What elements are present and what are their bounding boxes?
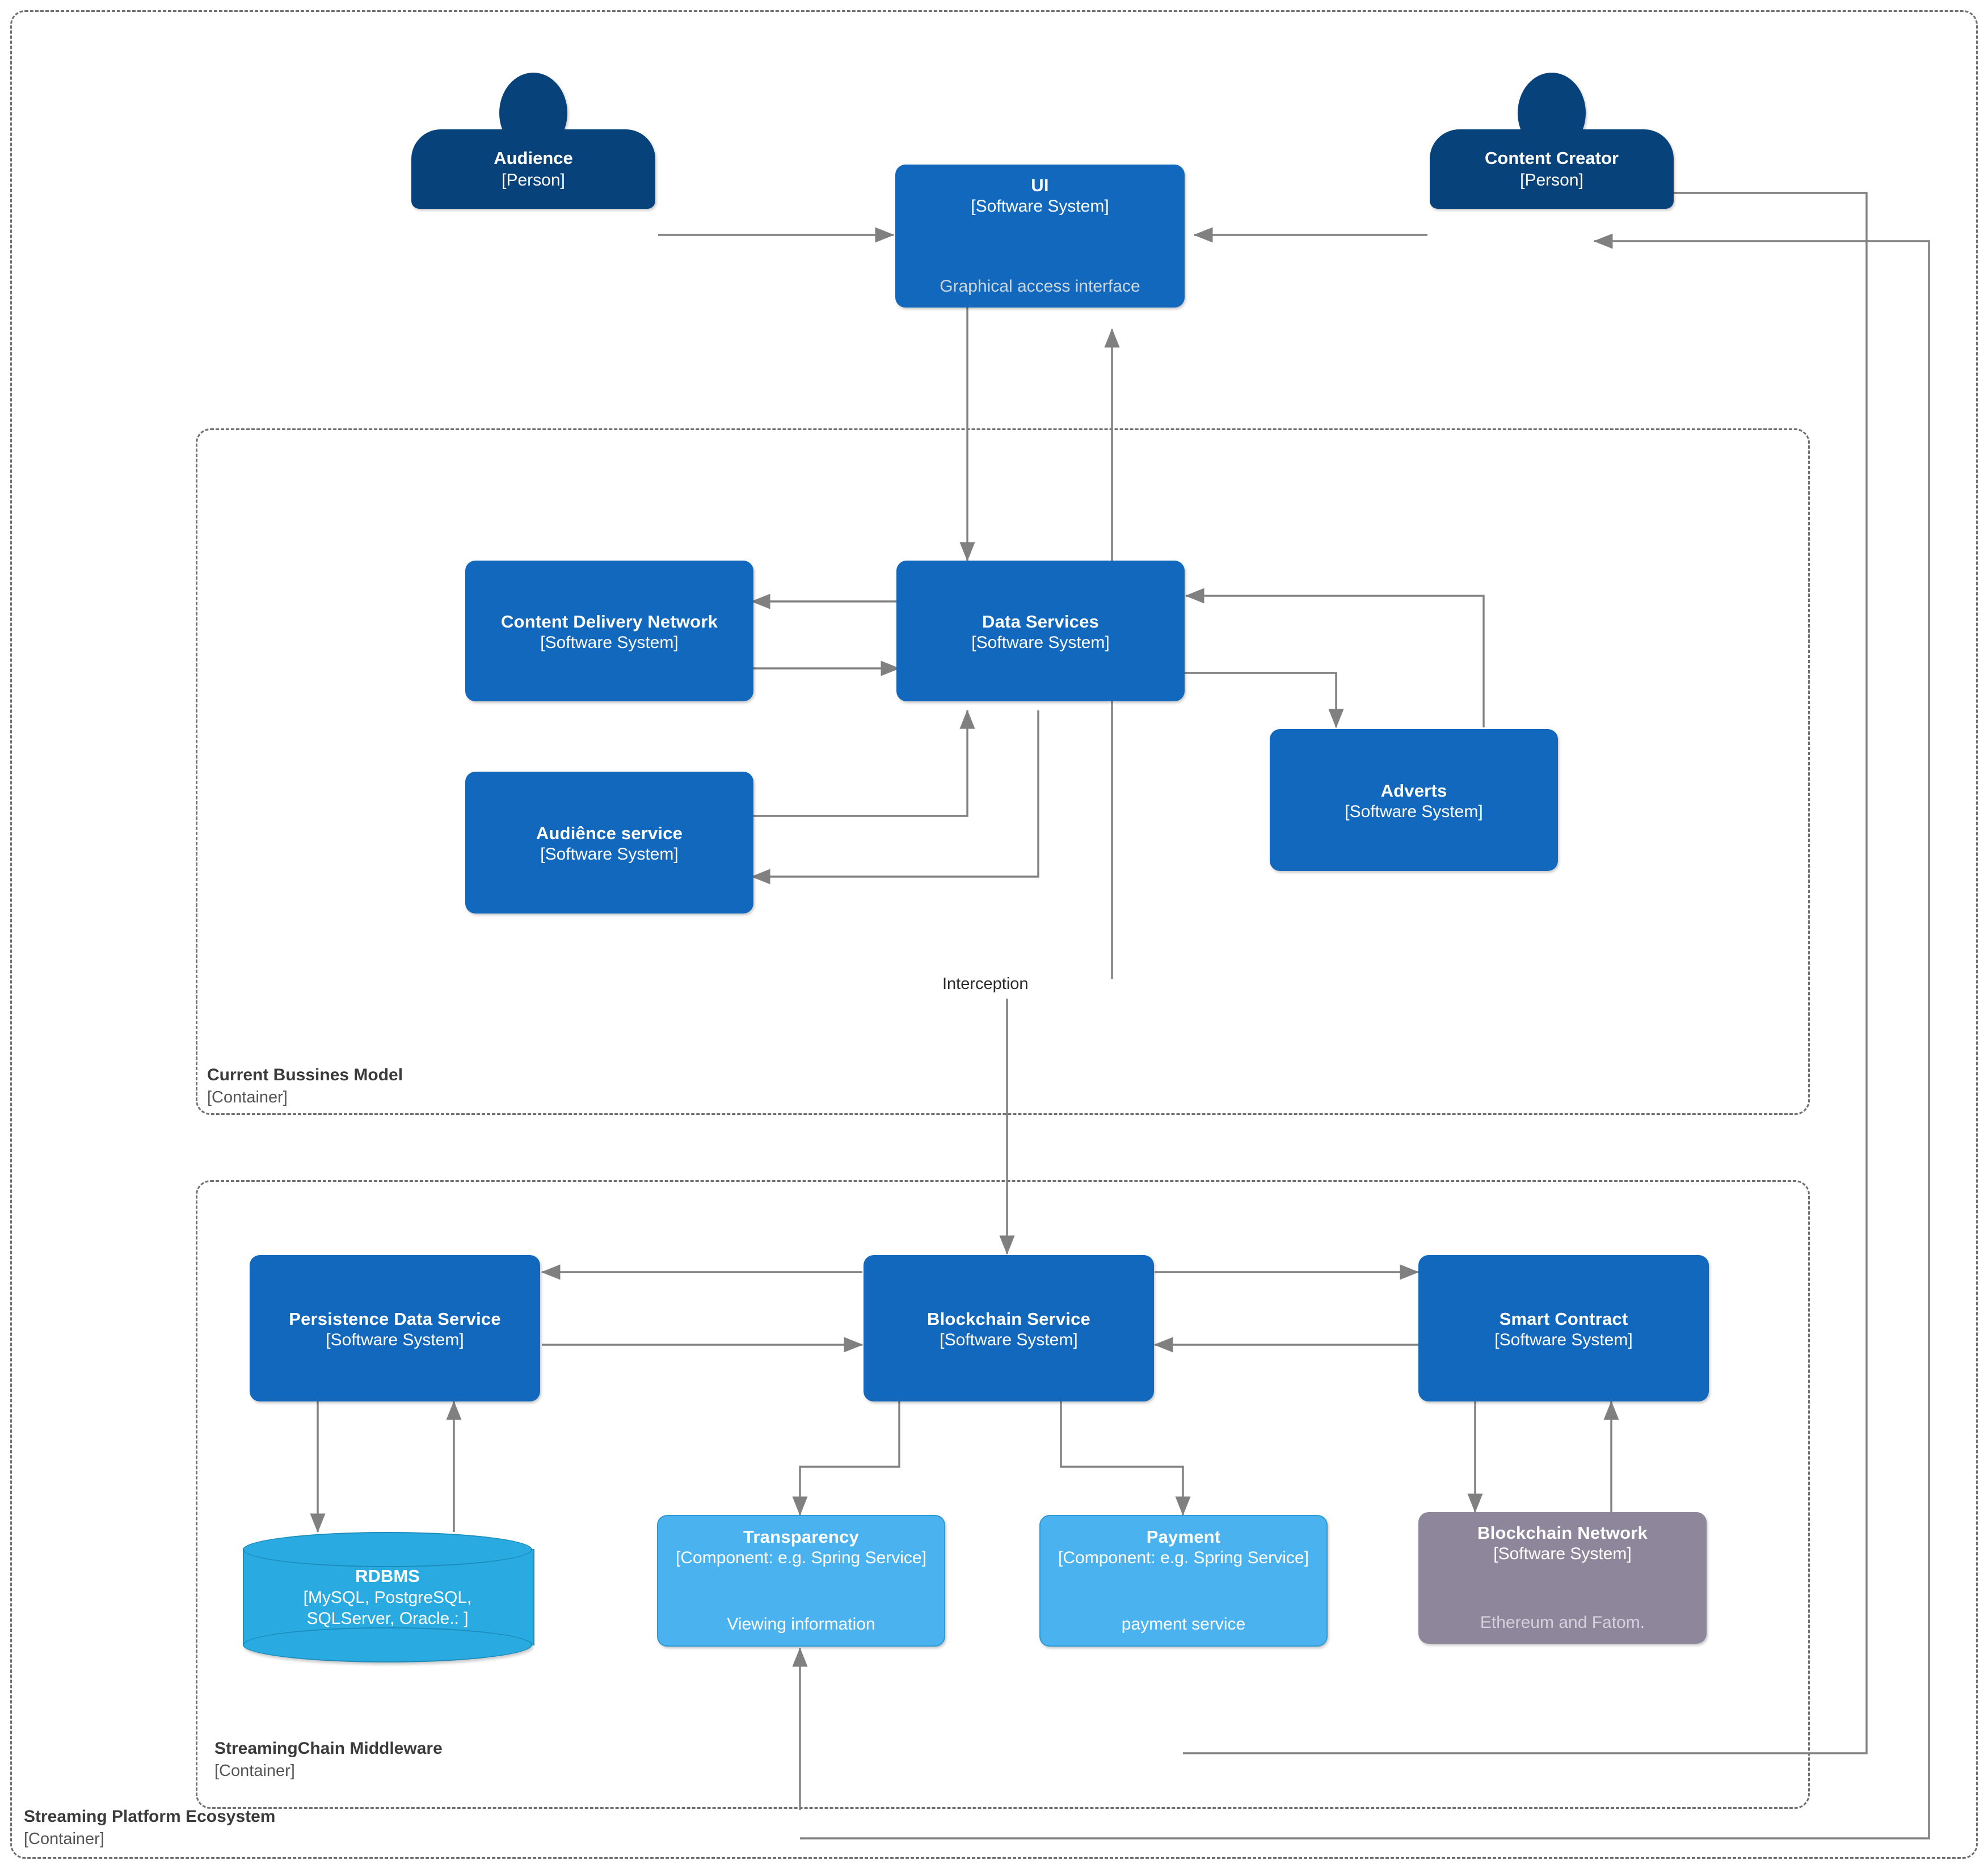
blockchain-network-title: Blockchain Network [1477,1523,1648,1543]
node-transparency[interactable]: Transparency [Component: e.g. Spring Ser… [657,1515,945,1647]
persistence-tech: [Software System] [326,1330,464,1349]
ui-tech: [Software System] [971,196,1109,216]
cdn-tech: [Software System] [540,633,679,652]
node-adverts[interactable]: Adverts [Software System] [1270,729,1558,871]
smart-contract-tech: [Software System] [1494,1330,1633,1349]
audience-title: Audience [494,148,573,168]
node-data-services[interactable]: Data Services [Software System] [896,561,1185,701]
persistence-title: Persistence Data Service [289,1308,501,1329]
payment-tech: [Component: e.g. Spring Service] [1058,1548,1309,1567]
payment-title: Payment [1146,1527,1221,1547]
boundary-ecosystem-label: Streaming Platform Ecosystem [Container] [24,1805,275,1850]
rdbms-tech-line2: SQLServer, Oracle.: ] [306,1609,469,1628]
rdbms-title: RDBMS [355,1565,420,1586]
boundary-current-business-model [196,428,1810,1115]
adverts-tech: [Software System] [1345,802,1483,821]
content-creator-title: Content Creator [1485,148,1619,168]
audience-service-title: Audiênce service [536,823,683,843]
blockchain-service-tech: [Software System] [940,1330,1078,1349]
adverts-title: Adverts [1380,780,1447,801]
person-audience[interactable]: Audience [Person] [411,73,655,209]
rdbms-text: RDBMS [MySQL, PostgreSQL, SQLServer, Ora… [243,1532,532,1662]
transparency-title: Transparency [743,1527,859,1547]
node-content-delivery-network[interactable]: Content Delivery Network [Software Syste… [465,561,753,701]
content-creator-body: Content Creator [Person] [1430,129,1674,209]
audience-body: Audience [Person] [411,129,655,209]
boundary-current-title: Current Bussines Model [207,1066,403,1084]
node-blockchain-network[interactable]: Blockchain Network [Software System] Eth… [1418,1512,1707,1644]
rdbms-tech-line1: [MySQL, PostgreSQL, [303,1588,472,1607]
payment-description: payment service [1121,1615,1246,1634]
rdbms-cylinder-top [243,1532,532,1567]
blockchain-network-tech: [Software System] [1493,1544,1632,1563]
boundary-current-subtitle: [Container] [207,1088,288,1106]
boundary-middleware-subtitle: [Container] [214,1761,295,1780]
node-audience-service[interactable]: Audiênce service [Software System] [465,772,753,914]
boundary-streaming-platform-ecosystem [10,10,1978,1859]
ui-description: Graphical access interface [940,277,1140,296]
audience-subtitle: [Person] [502,170,565,190]
boundary-ecosystem-subtitle: [Container] [24,1829,104,1848]
content-creator-subtitle: [Person] [1520,170,1583,190]
blockchain-network-description: Ethereum and Fatom. [1480,1613,1645,1632]
node-payment[interactable]: Payment [Component: e.g. Spring Service]… [1039,1515,1328,1647]
node-smart-contract[interactable]: Smart Contract [Software System] [1418,1255,1709,1401]
ui-title: UI [1031,175,1049,195]
boundary-ecosystem-title: Streaming Platform Ecosystem [24,1807,276,1826]
node-ui[interactable]: UI [Software System] Graphical access in… [895,165,1185,308]
data-services-title: Data Services [982,611,1099,632]
boundary-current-label: Current Bussines Model [Container] [207,1064,403,1108]
node-rdbms-database[interactable]: RDBMS [MySQL, PostgreSQL, SQLServer, Ora… [243,1532,534,1662]
data-services-tech: [Software System] [971,633,1110,652]
audience-service-tech: [Software System] [540,844,679,864]
person-content-creator[interactable]: Content Creator [Person] [1430,73,1674,209]
transparency-description: Viewing information [727,1615,875,1634]
edge-label-interception: Interception [939,974,1032,995]
node-blockchain-service[interactable]: Blockchain Service [Software System] [864,1255,1154,1401]
node-persistence-data-service[interactable]: Persistence Data Service [Software Syste… [250,1255,540,1401]
blockchain-service-title: Blockchain Service [927,1308,1090,1329]
smart-contract-title: Smart Contract [1499,1308,1628,1329]
rdbms-cylinder-bottom [243,1627,532,1662]
boundary-middleware-label: StreamingChain Middleware [Container] [214,1737,443,1782]
transparency-tech: [Component: e.g. Spring Service] [676,1548,926,1567]
cdn-title: Content Delivery Network [500,611,718,632]
boundary-middleware-title: StreamingChain Middleware [214,1739,443,1758]
